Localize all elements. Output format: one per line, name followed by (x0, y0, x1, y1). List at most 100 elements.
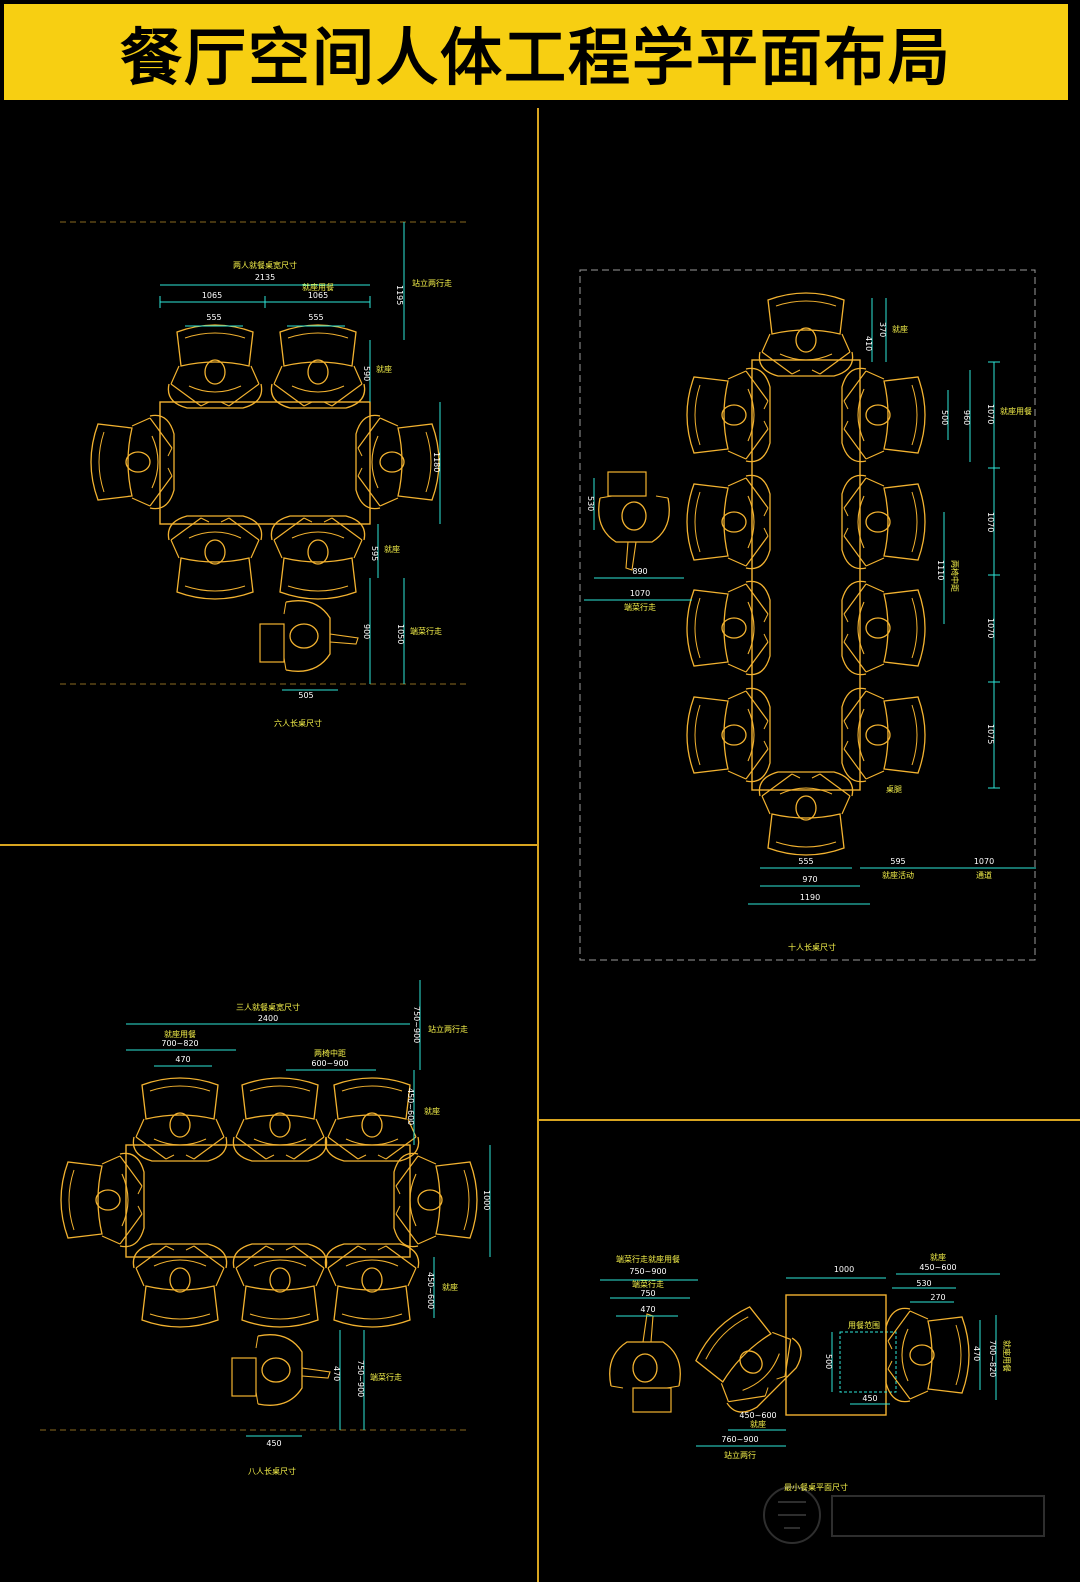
panel-dividers (0, 108, 1080, 1582)
six-seat-seat-left: 555 (206, 313, 221, 322)
eight-seat-seat-width: 470 (175, 1055, 190, 1064)
six-seat-caption: 六人长桌尺寸 (274, 718, 322, 728)
panel-six-seat: 两人就餐桌宽尺寸 2135 1065 就座用餐 1065 555 555 119… (60, 221, 470, 728)
small-dim-k: 450~600 (739, 1411, 776, 1420)
ten-seat-caption: 十人长桌尺寸 (788, 942, 836, 952)
eight-seat-right-seat-label: 就座 (424, 1106, 440, 1116)
cad-drawing: 两人就餐桌宽尺寸 2135 1065 就座用餐 1065 555 555 119… (0, 108, 1080, 1582)
ten-seat-table (751, 359, 861, 791)
ten-seat-left-walk-b: 890 (632, 567, 647, 576)
small-dim-k-label: 就座 (750, 1419, 766, 1429)
eight-seat-right-top: 750~900 (412, 1006, 421, 1043)
ten-seat-r2: 1070 (986, 512, 995, 532)
six-seat-half-left: 1065 (202, 291, 222, 300)
six-seat-walk-total: 1050 (396, 624, 405, 644)
ten-seat-r1: 1070 (986, 404, 995, 424)
small-label-b: 端菜行走 (632, 1279, 664, 1289)
ten-seat-left-walk-a: 530 (586, 496, 595, 511)
eight-seat-right-lower-label: 就座 (442, 1282, 458, 1292)
eight-seat-chair-spacing-label: 两椅中距 (314, 1048, 346, 1058)
eight-seat-right-lower: 450~600 (426, 1272, 435, 1309)
small-dim-j: 450 (862, 1394, 877, 1403)
ten-seat-left-walk-total: 1070 (630, 589, 650, 598)
eight-seat-bottom-walk: 450 (266, 1439, 281, 1448)
eight-seat-walk-a: 470 (332, 1366, 341, 1381)
ten-seat-r1-inner-b: 960 (962, 410, 971, 425)
ten-seat-top-label: 就座 (892, 324, 908, 334)
six-seat-table-depth: 1180 (432, 452, 441, 472)
small-dim-h: 470 (972, 1346, 981, 1361)
panel-smallest-table: 端菜行走就座用餐 750~900 端菜行走 750 470 1000 就座 45… (600, 1252, 1012, 1492)
ten-seat-b2: 970 (802, 875, 817, 884)
small-range-a: 750~900 (629, 1267, 666, 1276)
ten-seat-b5: 1070 (974, 857, 994, 866)
six-seat-right-seat: 590 (362, 366, 371, 381)
eight-seat-seat-label: 就座用餐 (164, 1029, 196, 1039)
ten-seat-b4-label: 就座活动 (882, 870, 914, 880)
small-dim-i-label: 就座用餐 (1002, 1340, 1012, 1372)
ten-seat-r3: 1070 (986, 618, 995, 638)
ten-seat-chairs (686, 292, 926, 856)
ten-seat-top-b: 370 (878, 322, 887, 337)
small-table-label: 用餐范围 (848, 1320, 880, 1330)
title-bar: 餐厅空间人体工程学平面布局 (0, 0, 1080, 108)
small-dim-d: 450~600 (919, 1263, 956, 1272)
six-seat-overall: 2135 (255, 273, 275, 282)
small-table-range (839, 1331, 897, 1393)
small-dim-c: 470 (640, 1305, 655, 1314)
ten-seat-b1: 555 (798, 857, 813, 866)
small-dim-l: 760~900 (721, 1435, 758, 1444)
small-dim-l-label: 站立两行 (724, 1450, 756, 1460)
six-seat-right-seat-label: 就座 (376, 364, 392, 374)
eight-seat-caption: 八人长桌尺寸 (248, 1466, 296, 1476)
ten-seat-top-a: 410 (864, 336, 873, 351)
six-seat-walk: 900 (362, 624, 371, 639)
six-seat-half-right: 1065 (308, 291, 328, 300)
ten-seat-r4: 1075 (986, 724, 995, 744)
six-seat-table (159, 401, 371, 525)
eight-seat-seat-range: 700~820 (161, 1039, 198, 1048)
eight-seat-right-seat: 450~600 (406, 1088, 415, 1125)
ten-seat-b4: 595 (890, 857, 905, 866)
panel-ten-seat: 410 370 就座 500 960 1070 就座用餐 1070 1110 两… (579, 269, 1036, 961)
small-chair-right (885, 1307, 970, 1403)
ten-seat-b3: 1190 (800, 893, 820, 902)
six-seat-seat-right: 555 (308, 313, 323, 322)
eight-seat-table-depth: 1000 (482, 1190, 491, 1210)
small-label-a: 端菜行走就座用餐 (616, 1254, 680, 1264)
small-dim-f: 270 (930, 1293, 945, 1302)
six-seat-waiter (259, 600, 359, 672)
six-seat-bottom-walk: 505 (298, 691, 313, 700)
six-seat-right-lower: 595 (370, 546, 379, 561)
ten-seat-r3-inner: 1110 (936, 560, 945, 580)
ten-seat-r1-label: 就座用餐 (1000, 406, 1032, 416)
small-dim-i: 700~820 (988, 1340, 997, 1377)
eight-seat-overall-label: 三人就餐桌宽尺寸 (236, 1002, 300, 1012)
six-seat-right-top: 1195 (395, 285, 404, 305)
ten-seat-end-label: 桌腿 (886, 784, 902, 794)
title-box: 餐厅空间人体工程学平面布局 (4, 4, 1068, 100)
small-dim-e: 530 (916, 1279, 931, 1288)
six-seat-overall-label: 两人就餐桌宽尺寸 (233, 260, 297, 270)
ten-seat-r3-inner-label: 两椅中距 (950, 560, 960, 592)
six-seat-walk-label: 端菜行走 (410, 626, 442, 636)
eight-seat-overall: 2400 (258, 1014, 278, 1023)
eight-seat-right-top-label: 站立两行走 (428, 1024, 468, 1034)
small-dim-b: 750 (640, 1289, 655, 1298)
watermark-logo (763, 1486, 1045, 1544)
small-dim-g: 500 (824, 1354, 833, 1369)
ten-seat-left-walk-label: 端菜行走 (624, 602, 656, 612)
small-dim-d-label: 就座 (930, 1252, 946, 1262)
six-seat-right-lower-label: 就座 (384, 544, 400, 554)
eight-seat-chair-spacing: 600~900 (311, 1059, 348, 1068)
eight-seat-walk-label: 端菜行走 (370, 1372, 402, 1382)
small-waiter (609, 1313, 681, 1413)
six-seat-right-top-label: 站立两行走 (412, 278, 452, 288)
panel-eight-seat: 三人就餐桌宽尺寸 2400 就座用餐 700~820 470 两椅中距 600~… (40, 980, 491, 1476)
eight-seat-walk-b: 750~900 (356, 1360, 365, 1397)
six-seat-half-label: 就座用餐 (302, 282, 334, 292)
ten-seat-r1-inner-a: 500 (940, 410, 949, 425)
small-table-width: 1000 (834, 1265, 854, 1274)
small-caption: 最小餐桌平面尺寸 (784, 1482, 848, 1492)
small-chair-left (684, 1295, 811, 1422)
